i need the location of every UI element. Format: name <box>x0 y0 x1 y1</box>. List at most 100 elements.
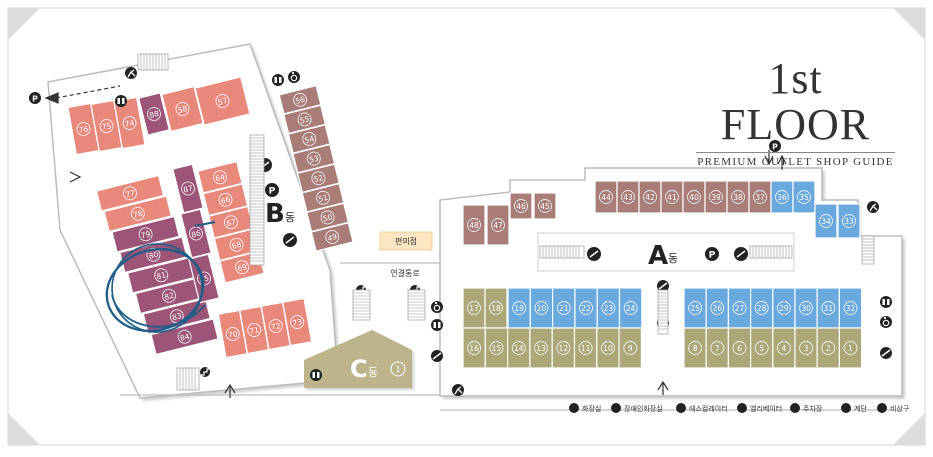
store-unit[interactable]: 48 <box>463 205 485 245</box>
store-number[interactable]: 5 <box>759 344 764 353</box>
store-number[interactable]: 42 <box>645 193 655 202</box>
store-unit[interactable]: 24 <box>620 288 642 328</box>
store-number[interactable]: 74 <box>124 118 135 129</box>
store-unit[interactable]: 10 <box>597 328 619 368</box>
store-unit[interactable]: 40 <box>683 181 705 213</box>
store-number[interactable]: 16 <box>469 344 479 353</box>
store-number[interactable]: 41 <box>667 193 677 202</box>
store-number[interactable]: 10 <box>603 344 613 353</box>
store-number[interactable]: 72 <box>270 321 281 332</box>
store-unit[interactable]: 45 <box>534 193 556 219</box>
store-number[interactable]: 37 <box>755 193 765 202</box>
store-unit[interactable]: 18 <box>485 288 507 328</box>
store-unit[interactable]: 6 <box>728 328 750 368</box>
store-unit[interactable]: 8 <box>684 328 706 368</box>
store-number[interactable]: 38 <box>733 193 743 202</box>
store-unit[interactable]: 32 <box>839 288 861 328</box>
store-number[interactable]: 27 <box>735 304 745 313</box>
store-number[interactable]: 6 <box>737 344 742 353</box>
store-unit[interactable]: 36 <box>771 181 793 213</box>
store-number[interactable]: 4 <box>782 344 787 353</box>
store-unit[interactable]: 11 <box>575 328 597 368</box>
store-number[interactable]: 1 <box>848 344 853 353</box>
store-number[interactable]: 22 <box>581 304 591 313</box>
store-number[interactable]: 12 <box>559 344 569 353</box>
store-number[interactable]: 39 <box>711 193 721 202</box>
store-unit[interactable]: 25 <box>684 288 706 328</box>
store-number[interactable]: 15 <box>492 344 502 353</box>
store-unit[interactable]: 3 <box>795 328 817 368</box>
store-unit[interactable]: 27 <box>728 288 750 328</box>
store-unit[interactable]: 21 <box>553 288 575 328</box>
store-unit[interactable]: 5 <box>751 328 773 368</box>
store-unit[interactable]: 26 <box>706 288 728 328</box>
store-number[interactable]: 76 <box>78 124 89 135</box>
store-number[interactable]: 17 <box>469 304 479 313</box>
store-number[interactable]: 20 <box>537 304 547 313</box>
store-number[interactable]: 25 <box>690 304 700 313</box>
store-unit[interactable]: 15 <box>485 328 507 368</box>
store-unit[interactable]: 31 <box>817 288 839 328</box>
store-number[interactable]: 21 <box>559 304 569 313</box>
store-unit[interactable]: 38 <box>727 181 749 213</box>
store-number[interactable]: 71 <box>249 325 260 336</box>
store-unit[interactable]: 12 <box>552 328 574 368</box>
store-number[interactable]: 34 <box>821 217 831 226</box>
store-unit[interactable]: 19 <box>508 288 530 328</box>
store-unit[interactable]: 22 <box>575 288 597 328</box>
store-number[interactable]: 75 <box>101 121 112 132</box>
store-unit[interactable]: 41 <box>661 181 683 213</box>
store-number[interactable]: 28 <box>757 304 767 313</box>
store-unit[interactable]: 44 <box>595 181 617 213</box>
store-unit[interactable]: 33 <box>838 204 860 238</box>
store-number[interactable]: 7 <box>715 344 720 353</box>
store-unit[interactable]: 4 <box>773 328 795 368</box>
store-number[interactable]: 36 <box>777 193 787 202</box>
store-number[interactable]: 24 <box>626 304 636 313</box>
store-1c-number[interactable]: 1 <box>395 365 400 374</box>
store-unit[interactable]: 35 <box>793 181 815 213</box>
store-unit[interactable]: 42 <box>639 181 661 213</box>
store-unit[interactable]: 46 <box>510 193 532 219</box>
store-number[interactable]: 30 <box>801 304 811 313</box>
store-number[interactable]: 18 <box>491 304 501 313</box>
store-number[interactable]: 40 <box>689 193 699 202</box>
store-unit[interactable]: 30 <box>795 288 817 328</box>
store-number[interactable]: 47 <box>493 221 503 230</box>
store-number[interactable]: 31 <box>824 304 834 313</box>
store-number[interactable]: 45 <box>540 202 550 211</box>
store-number[interactable]: 46 <box>516 202 526 211</box>
store-number[interactable]: 9 <box>628 344 633 353</box>
store-unit[interactable]: 14 <box>508 328 530 368</box>
store-number[interactable]: 33 <box>844 217 854 226</box>
store-number[interactable]: 43 <box>623 193 633 202</box>
store-number[interactable]: 14 <box>514 344 524 353</box>
store-number[interactable]: 11 <box>581 344 591 353</box>
store-number[interactable]: 8 <box>693 344 698 353</box>
store-number[interactable]: 26 <box>713 304 723 313</box>
store-number[interactable]: 19 <box>514 304 524 313</box>
store-number[interactable]: 35 <box>799 193 809 202</box>
store-number[interactable]: 32 <box>846 304 856 313</box>
store-number[interactable]: 44 <box>601 193 611 202</box>
store-unit[interactable]: 28 <box>751 288 773 328</box>
store-number[interactable]: 73 <box>292 317 303 328</box>
store-number[interactable]: 2 <box>826 344 831 353</box>
store-unit[interactable]: 16 <box>463 328 485 368</box>
store-unit[interactable]: 20 <box>530 288 552 328</box>
store-unit[interactable]: 47 <box>487 205 509 245</box>
store-unit[interactable]: 23 <box>597 288 619 328</box>
store-number[interactable]: 70 <box>227 329 238 340</box>
store-unit[interactable]: 43 <box>617 181 639 213</box>
store-unit[interactable]: 9 <box>619 328 641 368</box>
store-unit[interactable]: 7 <box>706 328 728 368</box>
store-unit[interactable]: 2 <box>817 328 839 368</box>
store-number[interactable]: 48 <box>469 221 479 230</box>
store-unit[interactable]: 1 <box>839 328 861 368</box>
store-unit[interactable]: 39 <box>705 181 727 213</box>
store-number[interactable]: 13 <box>536 344 546 353</box>
store-unit[interactable]: 29 <box>773 288 795 328</box>
store-unit[interactable]: 37 <box>749 181 771 213</box>
store-unit[interactable]: 13 <box>530 328 552 368</box>
store-number[interactable]: 3 <box>804 344 809 353</box>
